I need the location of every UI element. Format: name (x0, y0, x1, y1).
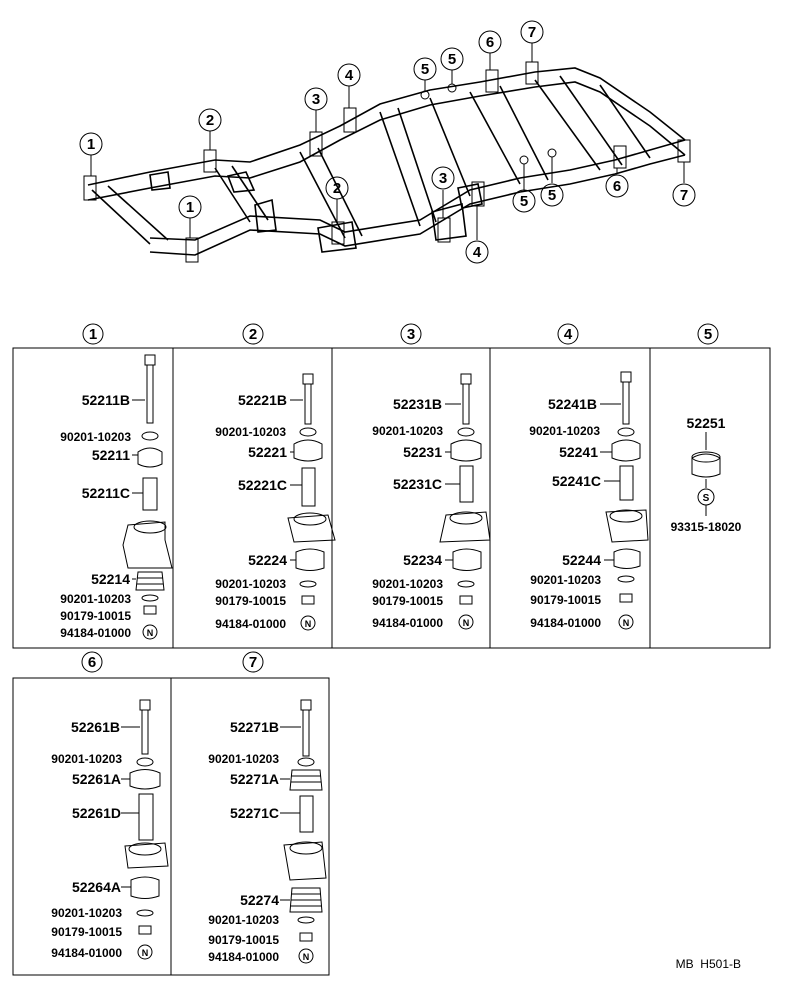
overview-callout-7a: 7 (528, 24, 536, 41)
group-1-washer-bottom: 90201-10203 (60, 592, 131, 606)
group-3-panel: 3 N 52231B 90201-10203 52231 52231C 5223… (372, 323, 491, 630)
group-3-cushion-upper: 52231 (403, 444, 442, 460)
overview-callout-2b: 2 (333, 180, 341, 197)
group-4-washer-bottom: 90201-10203 (530, 573, 601, 587)
group-7-cushion-upper: 52271A (230, 771, 279, 787)
group-2-cushion-lower: 52224 (248, 552, 287, 568)
overview-callout-6a: 6 (486, 34, 494, 51)
group-4-nut: 90179-10015 (530, 593, 601, 607)
overview-callout-1b: 1 (186, 199, 194, 216)
group-2-callout: 2 (249, 326, 257, 343)
group-6-nut: 90179-10015 (51, 925, 122, 939)
group-3-bolt: 52231B (393, 396, 442, 412)
vehicle-frame-overview: 1 1 2 2 3 3 4 4 5 5 5 5 6 6 7 7 (79, 20, 696, 264)
overview-callout-1a: 1 (87, 136, 95, 153)
group-3-callout: 3 (407, 326, 415, 343)
group-2-washer-bottom: 90201-10203 (215, 577, 286, 591)
group-5-fastener-mark: S (703, 493, 710, 504)
group-2-washer-top: 90201-10203 (215, 425, 286, 439)
panel-borders (12, 347, 771, 976)
group-6-collar: 52261D (72, 805, 121, 821)
overview-callout-5b: 5 (448, 51, 456, 68)
group-3-nut: 90179-10015 (372, 594, 443, 608)
group-4-cap-mark: N (623, 618, 630, 628)
group-1-callout: 1 (89, 326, 97, 343)
group-1-cap-mark: N (147, 628, 154, 638)
overview-callout-4b: 4 (473, 244, 482, 261)
group-4-callout: 4 (564, 326, 573, 343)
group-6-cushion-lower: 52264A (72, 879, 121, 895)
group-1-bolt: 52211B (82, 392, 130, 408)
group-3-cap-mark: N (463, 618, 470, 628)
group-2-bolt: 52221B (238, 392, 287, 408)
group-4-washer-top: 90201-10203 (529, 424, 600, 438)
diagram-id: MB H501-B (676, 957, 741, 971)
group-6-panel: 6 N 52261B 90201-10203 52261A 52261D 522… (51, 651, 169, 960)
group-7-washer-bottom: 90201-10203 (208, 913, 279, 927)
overview-callout-7b: 7 (680, 187, 688, 204)
group-5-callout: 5 (704, 326, 712, 343)
group-7-collar: 52271C (230, 805, 279, 821)
group-7-cap-mark: N (303, 952, 310, 962)
group-2-collar: 52221C (238, 477, 287, 493)
group-7-callout: 7 (249, 654, 257, 671)
group-2-nut: 90179-10015 (215, 594, 286, 608)
overview-callout-3b: 3 (439, 170, 447, 187)
overview-callout-5d: 5 (548, 187, 556, 204)
group-1-collar: 52211C (82, 485, 130, 501)
group-4-nut-cap: 94184-01000 (530, 616, 601, 630)
group-7-panel: 7 N 52271B 90201-10203 52271A 52271C 522… (208, 651, 327, 964)
group-6-nut-cap: 94184-01000 (51, 946, 122, 960)
group-5-panel: 5 S 52251 93315-18020 (671, 323, 742, 534)
group-6-cap-mark: N (142, 948, 149, 958)
group-3-washer-top: 90201-10203 (372, 424, 443, 438)
overview-callout-labels: 1 1 2 2 3 3 4 4 5 5 5 5 6 6 7 7 (87, 24, 688, 261)
group-4-cushion-upper: 52241 (559, 444, 598, 460)
group-7-cushion-lower: 52274 (240, 892, 279, 908)
group-6-cushion-upper: 52261A (72, 771, 121, 787)
group-1-washer-top: 90201-10203 (60, 430, 131, 444)
group-1-panel: 1 N 52211B 90201-10203 52211 52211C 5221… (60, 323, 173, 640)
overview-callout-2a: 2 (206, 112, 214, 129)
group-2-cushion-upper: 52221 (248, 444, 287, 460)
overview-callout-circles (79, 20, 696, 264)
group-7-nut-cap: 94184-01000 (208, 950, 279, 964)
group-5-cushion: 52251 (687, 415, 726, 431)
group-6-washer-bottom: 90201-10203 (51, 906, 122, 920)
group-7-bolt: 52271B (230, 719, 279, 735)
group-4-bolt: 52241B (548, 396, 597, 412)
group-1-nut: 90179-10015 (60, 609, 131, 623)
overview-callout-4a: 4 (345, 67, 354, 84)
overview-callout-6b: 6 (613, 178, 621, 195)
group-3-collar: 52231C (393, 476, 442, 492)
group-2-cap-mark: N (305, 619, 312, 629)
overview-callout-5c: 5 (520, 193, 528, 210)
group-1-cushion-upper: 52211 (92, 447, 130, 463)
group-4-panel: 4 N 52241B 90201-10203 52241 52241C 5224… (529, 323, 649, 630)
group-2-panel: 2 N 52221B 90201-10203 52221 52221C 5222… (215, 323, 336, 631)
group-7-nut: 90179-10015 (208, 933, 279, 947)
group-3-washer-bottom: 90201-10203 (372, 577, 443, 591)
group-3-nut-cap: 94184-01000 (372, 616, 443, 630)
overview-callout-5a: 5 (421, 61, 429, 78)
group-3-cushion-lower: 52234 (403, 552, 442, 568)
group-5-fastener: 93315-18020 (671, 520, 742, 534)
group-1-nut-cap: 94184-01000 (60, 626, 131, 640)
group-6-washer-top: 90201-10203 (51, 752, 122, 766)
group-7-washer-top: 90201-10203 (208, 752, 279, 766)
group-4-collar: 52241C (552, 473, 601, 489)
group-4-cushion-lower: 52244 (562, 552, 601, 568)
overview-callout-3a: 3 (312, 91, 320, 108)
group-1-cushion-lower: 52214 (91, 571, 130, 587)
group-6-callout: 6 (88, 654, 96, 671)
group-6-bolt: 52261B (71, 719, 120, 735)
group-2-nut-cap: 94184-01000 (215, 617, 286, 631)
